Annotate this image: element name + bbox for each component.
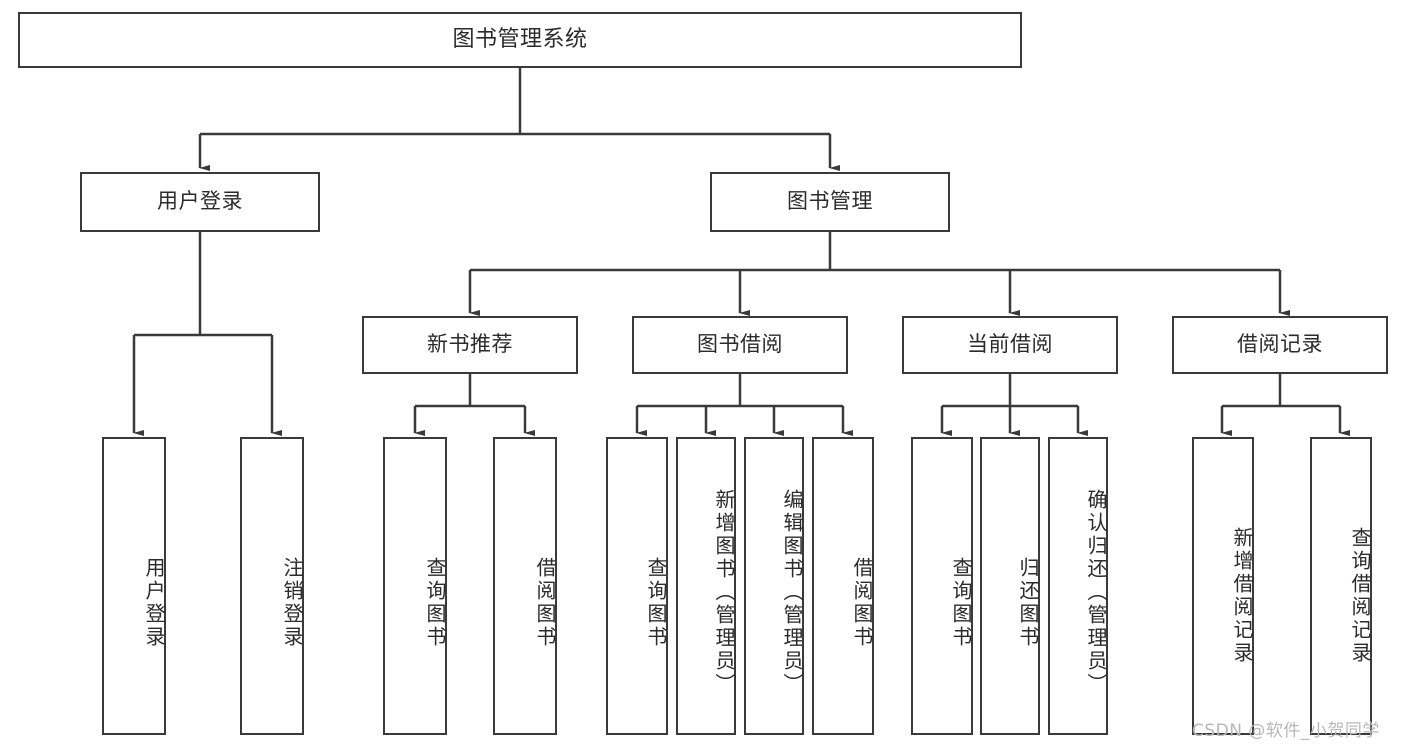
node-book-manage-label: 图书管理: [787, 189, 873, 214]
node-leaf-query-book-1[interactable]: 查询图书: [383, 437, 447, 735]
node-leaf-query-book-1-label: 查询图书: [423, 557, 447, 649]
node-leaf-confirm-return[interactable]: 确认归还（管理员）: [1048, 437, 1108, 735]
node-leaf-add-book-label: 新增图书（管理员）: [712, 488, 736, 696]
node-current-borrow-label: 当前借阅: [967, 332, 1053, 357]
node-user-login[interactable]: 用户登录: [80, 172, 320, 232]
node-leaf-edit-book-label: 编辑图书（管理员）: [780, 488, 804, 696]
node-leaf-borrow-book-1-label: 借阅图书: [533, 557, 557, 649]
node-leaf-borrow-book-2-label: 借阅图书: [850, 557, 874, 649]
node-leaf-confirm-return-label: 确认归还（管理员）: [1084, 488, 1108, 696]
csdn-watermark: CSDN @软件_小贺同学: [1192, 721, 1380, 741]
node-root[interactable]: 图书管理系统: [18, 12, 1022, 68]
node-leaf-logout[interactable]: 注销登录: [240, 437, 304, 735]
node-leaf-add-book[interactable]: 新增图书（管理员）: [676, 437, 736, 735]
node-leaf-query-book-2[interactable]: 查询图书: [606, 437, 668, 735]
node-root-label: 图书管理系统: [452, 26, 588, 52]
node-leaf-borrow-book-2[interactable]: 借阅图书: [812, 437, 874, 735]
node-leaf-query-book-3[interactable]: 查询图书: [911, 437, 973, 735]
node-leaf-query-book-3-label: 查询图书: [949, 557, 973, 649]
node-current-borrow[interactable]: 当前借阅: [902, 316, 1118, 374]
node-user-login-label: 用户登录: [157, 189, 243, 214]
node-book-borrow-label: 图书借阅: [697, 332, 783, 357]
node-leaf-logout-label: 注销登录: [280, 557, 304, 649]
node-leaf-return-book-label: 归还图书: [1016, 557, 1040, 649]
node-leaf-borrow-book-1[interactable]: 借阅图书: [493, 437, 557, 735]
node-leaf-add-borrow-record-label: 新增借阅记录: [1230, 527, 1254, 665]
node-book-borrow[interactable]: 图书借阅: [632, 316, 848, 374]
node-leaf-query-borrow-record[interactable]: 查询借阅记录: [1310, 437, 1372, 735]
node-leaf-query-borrow-record-label: 查询借阅记录: [1348, 527, 1372, 665]
node-book-manage[interactable]: 图书管理: [710, 172, 950, 232]
node-new-book-rec-label: 新书推荐: [427, 332, 513, 357]
node-leaf-edit-book[interactable]: 编辑图书（管理员）: [744, 437, 804, 735]
node-leaf-query-book-2-label: 查询图书: [644, 557, 668, 649]
node-borrow-record[interactable]: 借阅记录: [1172, 316, 1388, 374]
node-leaf-user-login-label: 用户登录: [142, 557, 166, 649]
node-borrow-record-label: 借阅记录: [1237, 332, 1323, 357]
node-leaf-add-borrow-record[interactable]: 新增借阅记录: [1192, 437, 1254, 735]
node-leaf-return-book[interactable]: 归还图书: [980, 437, 1040, 735]
node-new-book-rec[interactable]: 新书推荐: [362, 316, 578, 374]
node-leaf-user-login[interactable]: 用户登录: [102, 437, 166, 735]
